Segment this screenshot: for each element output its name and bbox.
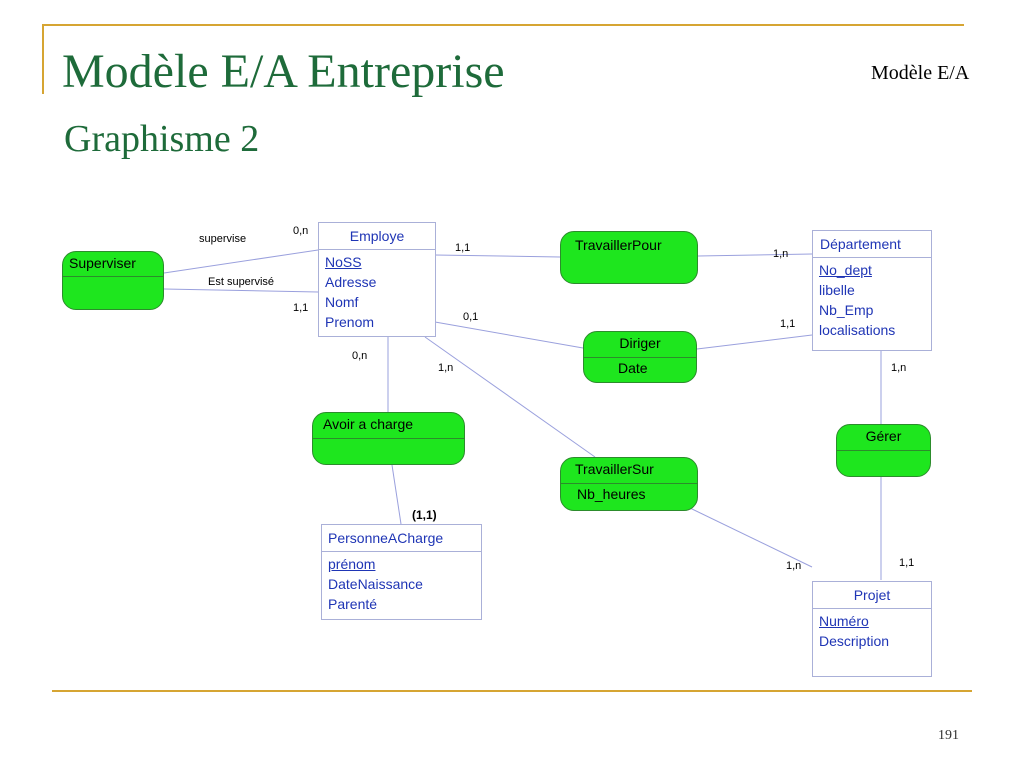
- link-travaillerpour-departement: [697, 253, 813, 257]
- card-emp-travpour: 1,1: [455, 242, 471, 254]
- rel-travaillersur-attr: Nb_heures: [577, 486, 646, 502]
- slide-subtitle: Graphisme 2: [64, 118, 260, 160]
- rel-travaillerpour-name: TravaillerPour: [575, 237, 662, 253]
- attr-description: Description: [819, 633, 890, 649]
- attr-no-dept: No_dept: [819, 262, 872, 278]
- card-pers-avoir: (1,1): [412, 508, 437, 522]
- role-estsupervise: Est supervisé: [208, 276, 275, 288]
- entity-projet-name: Projet: [813, 582, 931, 609]
- role-supervise: supervise: [199, 233, 247, 245]
- attr-nb-emp: Nb_Emp: [819, 302, 874, 318]
- attr-prenom: Prenom: [325, 314, 375, 330]
- attr-localisations: localisations: [819, 322, 896, 338]
- rel-diriger-name: Diriger: [619, 335, 661, 351]
- rel-avoir-divider: [313, 438, 464, 439]
- link-superviser-estsupervise: [163, 288, 319, 293]
- rel-travaillersur-name: TravaillerSur: [575, 461, 654, 477]
- rel-gerer-name: Gérer: [865, 428, 902, 444]
- entity-departement[interactable]: Département No_dept libelle Nb_Emp local…: [812, 230, 932, 351]
- card-dept-travpour: 1,n: [773, 248, 789, 260]
- entity-personneacharge-name: PersonneACharge: [322, 525, 481, 552]
- link-employe-travaillersur: [424, 336, 596, 458]
- corner-label: Modèle E/A: [871, 62, 970, 84]
- rel-diriger-divider: [584, 357, 696, 358]
- bottom-rule: [52, 690, 972, 692]
- attr-libelle: libelle: [819, 282, 855, 298]
- rel-superviser-divider: [63, 276, 163, 277]
- rel-diriger-attr: Date: [618, 360, 648, 376]
- attr-prenom-charge: prénom: [328, 556, 376, 572]
- link-travaillersur-projet: [689, 507, 813, 568]
- attr-parente: Parenté: [328, 596, 378, 612]
- slide-title: Modèle E/A Entreprise: [62, 45, 505, 98]
- card-dept-gerer: 1,n: [891, 362, 907, 374]
- entity-departement-name: Département: [813, 231, 931, 258]
- entity-projet[interactable]: Projet Numéro Description: [812, 581, 932, 677]
- link-employe-travaillerpour: [434, 254, 561, 258]
- link-diriger-departement: [696, 334, 813, 350]
- entity-employe[interactable]: Employe NoSS Adresse Nomf Prenom: [318, 222, 436, 337]
- link-superviser-supervise: [163, 249, 319, 274]
- rel-gerer[interactable]: Gérer: [836, 424, 931, 477]
- card-proj-travsur: 1,n: [786, 560, 802, 572]
- rel-avoir-a-charge[interactable]: Avoir a charge: [312, 412, 465, 465]
- top-rule: [42, 24, 964, 26]
- rel-avoir-name: Avoir a charge: [323, 416, 414, 432]
- left-rule: [42, 24, 44, 94]
- card-estsupervise: 1,1: [293, 302, 309, 314]
- rel-gerer-divider: [837, 450, 930, 451]
- rel-travaillersur[interactable]: TravaillerSur Nb_heures: [560, 457, 698, 511]
- rel-superviser-name: Superviser: [69, 255, 136, 271]
- card-dept-diriger: 1,1: [780, 318, 796, 330]
- link-avoir-personne: [391, 464, 402, 525]
- rel-diriger[interactable]: Diriger Date: [583, 331, 697, 383]
- entity-employe-name: Employe: [319, 223, 435, 250]
- card-supervise: 0,n: [293, 225, 309, 237]
- entity-personneacharge[interactable]: PersonneACharge prénom DateNaissance Par…: [321, 524, 482, 620]
- card-proj-gerer: 1,1: [899, 557, 915, 569]
- rel-superviser[interactable]: Superviser: [62, 251, 164, 310]
- attr-nomf: Nomf: [325, 294, 359, 310]
- card-emp-avoir: 0,n: [352, 350, 368, 362]
- attr-numero: Numéro: [819, 613, 869, 629]
- page-number: 191: [938, 728, 959, 743]
- card-emp-diriger: 0,1: [463, 311, 479, 323]
- rel-travaillersur-divider: [561, 483, 697, 484]
- attr-datenaissance: DateNaissance: [328, 576, 423, 592]
- attr-noss: NoSS: [325, 254, 362, 270]
- link-employe-diriger: [434, 321, 584, 349]
- rel-travaillerpour[interactable]: TravaillerPour: [560, 231, 698, 284]
- card-emp-travsur: 1,n: [438, 362, 454, 374]
- attr-adresse: Adresse: [325, 274, 377, 290]
